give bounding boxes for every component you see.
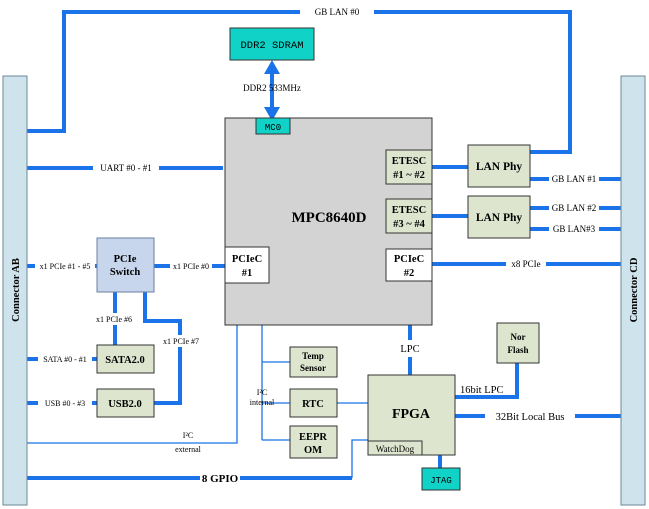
rtc-block: RTC xyxy=(289,388,338,418)
mc0-block: MC0 xyxy=(255,117,291,135)
mc0-label: MC0 xyxy=(265,123,281,133)
ddr2-speed-label: DDR2 533MHz xyxy=(243,83,301,93)
lpc-label: LPC xyxy=(400,344,419,355)
gpio-label: 8 GPIO xyxy=(202,473,239,485)
cpu-name: MPC8640D xyxy=(292,210,367,226)
gpio-fpga-line xyxy=(351,439,368,478)
gb-lan0-label: GB LAN #0 xyxy=(315,7,360,17)
usb-ports-label: USB #0 - #3 xyxy=(45,399,85,408)
jtag-label: JTAG xyxy=(430,476,452,486)
ddr2-sdram-block: DDR2 SDRAM xyxy=(229,27,315,61)
etesc2-label: ETESC xyxy=(392,205,426,216)
rtc-label: RTC xyxy=(302,399,324,410)
i2c-external-sub: external xyxy=(175,445,202,454)
etesc2-block: ETESC #3 ~ #4 xyxy=(385,198,433,234)
eeprom-label-2: OM xyxy=(304,445,322,456)
x1-pcie-7-line xyxy=(143,292,182,405)
pciec2-num: #2 xyxy=(404,268,415,279)
gb-lan1-label: GB LAN #1 xyxy=(552,174,597,184)
ddr-arrow-up xyxy=(264,60,280,74)
temp-sensor-label-2: Sensor xyxy=(300,363,326,373)
eeprom-label: EEPR xyxy=(299,432,327,443)
nor-flash-label-2: Flash xyxy=(507,345,528,355)
x1-pcie-7-label: x1 PCIe #7 xyxy=(163,337,199,346)
temp-sensor-block: Temp Sensor xyxy=(289,346,338,378)
fpga-label: FPGA xyxy=(392,407,431,422)
nor-flash-label: Nor xyxy=(511,332,526,342)
pciec1-num: #1 xyxy=(242,268,253,279)
pcie-switch-label-2: Switch xyxy=(110,267,140,278)
lan-phy-2-label: LAN Phy xyxy=(476,212,523,224)
watchdog-label: WatchDog xyxy=(376,444,415,454)
lan-phy-1-label: LAN Phy xyxy=(476,161,523,173)
sata-ports-label: SATA #0 - #1 xyxy=(43,355,87,364)
lpc16-line xyxy=(455,363,519,399)
pciec2-block: PCIeC #2 xyxy=(385,248,433,282)
x1-pcie-0-label: x1 PCIe #0 xyxy=(173,262,209,271)
x8-pcie-label: x8 PCIe xyxy=(511,259,540,269)
connector-ab-label: Connector AB xyxy=(11,258,22,322)
etesc2-ports: #3 ~ #4 xyxy=(393,219,425,230)
i2c-internal-sub: internal xyxy=(250,398,275,407)
i2c-lines xyxy=(27,325,368,478)
pcie-switch-label: PCIe xyxy=(114,254,137,265)
connector-cd-label: Connector CD xyxy=(629,257,640,322)
lan-phy-2-block: LAN Phy xyxy=(467,195,531,239)
pciec1-block: PCIeC #1 xyxy=(224,246,270,284)
nor-flash-block: Nor Flash xyxy=(496,322,540,364)
pciec1-label: PCIeC xyxy=(232,254,262,265)
pciec2-label: PCIeC xyxy=(394,254,424,265)
local-bus-label: 32Bit Local Bus xyxy=(496,412,565,423)
i2c-internal-label: I²C xyxy=(257,388,267,397)
etesc1-ports: #1 ~ #2 xyxy=(393,170,425,181)
i2c-external-line xyxy=(27,325,238,444)
lpc16-label: 16bit LPC xyxy=(460,385,503,396)
sata-label: SATA2.0 xyxy=(105,355,145,366)
uart-label: UART #0 - #1 xyxy=(100,163,152,173)
temp-sensor-label: Temp xyxy=(302,351,324,361)
x1-pcie-6-label: x1 PCIe #6 xyxy=(96,315,132,324)
sata-block: SATA2.0 xyxy=(96,344,155,374)
i2c-external-label: I²C xyxy=(183,431,193,440)
connector-ab: Connector AB xyxy=(2,75,28,506)
lan-phy-1-block: LAN Phy xyxy=(467,144,531,188)
eeprom-block: EEPR OM xyxy=(289,425,338,459)
ddr-arrow-down xyxy=(264,107,280,121)
jtag-block: JTAG xyxy=(421,467,461,491)
etesc1-block: ETESC #1 ~ #2 xyxy=(385,149,433,185)
usb-block: USB2.0 xyxy=(96,388,155,418)
gb-lan2-label: GB LAN #2 xyxy=(552,203,597,213)
ddr2-sdram-label: DDR2 SDRAM xyxy=(240,40,303,52)
x1-pcie-1-5-label: x1 PCIe #1 - #5 xyxy=(40,262,91,271)
pcie-switch-block: PCIe Switch xyxy=(96,237,155,293)
watchdog-block: WatchDog xyxy=(367,440,423,456)
gb-lan3-label: GB LAN#3 xyxy=(553,224,596,234)
usb-label: USB2.0 xyxy=(108,399,142,410)
connector-cd: Connector CD xyxy=(620,75,646,506)
etesc1-label: ETESC xyxy=(392,156,426,167)
